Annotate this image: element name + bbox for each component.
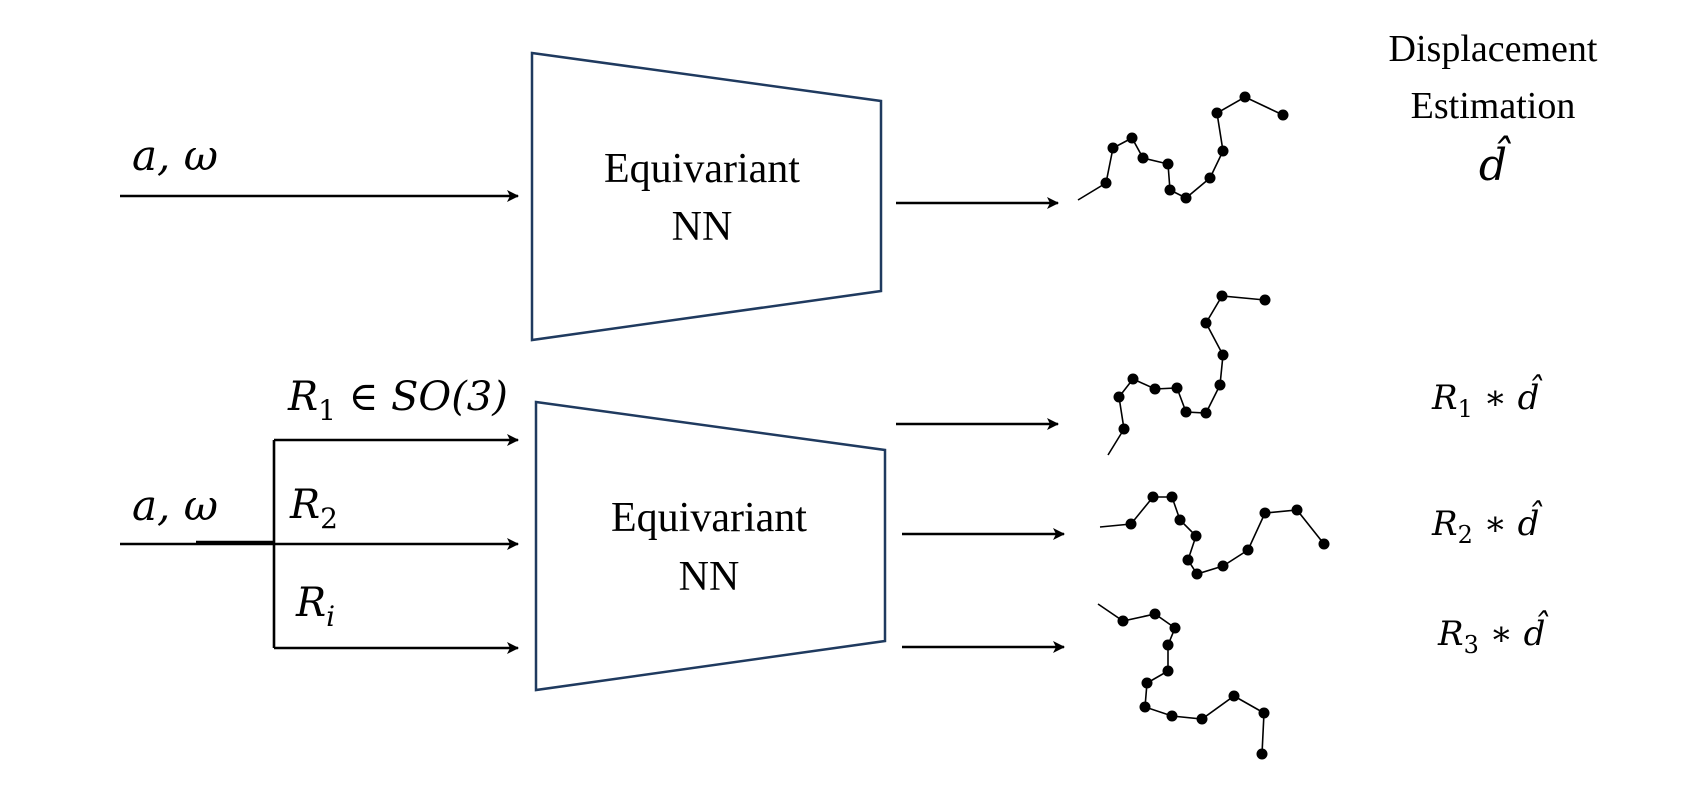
top-branch: a, ω Equivariant NN: [120, 51, 1289, 342]
output-3-trajectory: [1097, 603, 1270, 760]
output-2-trajectory: [1099, 491, 1330, 580]
bottom-input-label: a, ω: [132, 481, 218, 530]
top-nn-label-line-1: Equivariant: [604, 146, 800, 192]
header-symbol: d̂: [1479, 133, 1511, 191]
output-2-label: R2 ∗ d̂: [1431, 501, 1543, 549]
top-nn-box: [530, 51, 883, 342]
bottom-nn-label-line-1: Equivariant: [611, 495, 807, 541]
rotation-i-label: Ri: [295, 580, 335, 633]
rotation-1-label: R1 ∈ SO(3): [287, 374, 508, 427]
header-line-2: Estimation: [1411, 85, 1576, 127]
top-input-label: a, ω: [132, 131, 218, 180]
bottom-branch: a, ω R1 ∈ SO(3) R2 Ri Equivariant NN: [120, 290, 1549, 760]
output-1-label: R1 ∗ d̂: [1431, 375, 1543, 423]
header: Displacement Estimation d̂: [1389, 28, 1598, 191]
output-3-label: R3 ∗ d̂: [1437, 611, 1549, 659]
bottom-nn-box: [534, 400, 887, 692]
header-line-1: Displacement: [1389, 28, 1598, 70]
rotation-2-label: R2: [289, 482, 338, 535]
bottom-nn-label-line-2: NN: [679, 554, 740, 600]
output-1-trajectory: [1107, 290, 1271, 456]
top-nn-label-line-2: NN: [672, 204, 733, 250]
top-trajectory: [1077, 91, 1289, 204]
